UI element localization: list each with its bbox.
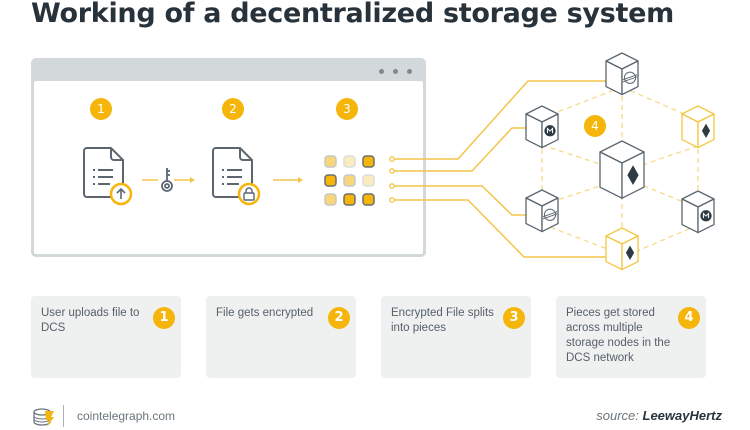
- source-name: LeewayHertz: [642, 408, 722, 423]
- window-dot: [393, 69, 398, 74]
- step-card-badge: 1: [153, 307, 175, 329]
- node-upper-left-monero-cube: [525, 105, 559, 149]
- connection-line: [394, 127, 528, 172]
- step-card-text: File gets encrypted: [216, 307, 314, 319]
- piece: [324, 174, 337, 187]
- node-top-stellar-cube: [605, 52, 639, 96]
- connection-line: [394, 199, 606, 258]
- window-dot: [379, 69, 384, 74]
- step-badge-3: 3: [336, 98, 358, 120]
- connection-lines: [394, 80, 606, 258]
- arrow-head: [190, 177, 195, 183]
- window-dot: [407, 69, 412, 74]
- footer-divider: [63, 405, 64, 427]
- step-badge-2: 2: [222, 98, 244, 120]
- step-badge-1: 1: [90, 98, 112, 120]
- step-card-text: User uploads file to DCS: [41, 307, 140, 334]
- piece: [362, 193, 375, 206]
- node-center-ethereum-cube: [599, 140, 645, 199]
- page-title: Working of a decentralized storage syste…: [31, 0, 674, 29]
- node-lower-left-stellar-cube: [525, 189, 559, 233]
- step-card-text: Pieces get stored across multiple storag…: [566, 307, 671, 364]
- node-lower-right-monero-cube: [681, 190, 715, 234]
- source-label: source:: [596, 408, 639, 423]
- ethereum-icon: [627, 165, 639, 185]
- file-upload-icon: [83, 147, 133, 206]
- ethereum-icon: [625, 245, 635, 260]
- step-card-text: Encrypted File splits into pieces: [391, 307, 494, 334]
- arrow-head: [298, 177, 303, 183]
- step-card-badge: 2: [328, 307, 350, 329]
- file-lock-icon: [212, 147, 261, 206]
- piece: [324, 155, 337, 168]
- node-bottom-ethereum-cube: [605, 227, 639, 271]
- step-card-3: Encrypted File splits into pieces 3: [381, 296, 531, 378]
- footer-site: cointelegraph.com: [77, 409, 176, 423]
- connection-line: [394, 80, 606, 160]
- piece: [343, 193, 356, 206]
- piece: [343, 174, 356, 187]
- step-badge-4: 4: [584, 115, 606, 137]
- connection-line: [394, 185, 528, 216]
- step-card-badge: 4: [678, 307, 700, 329]
- node-upper-right-ethereum-cube: [681, 105, 715, 149]
- step-card-1: User uploads file to DCS 1: [31, 296, 181, 378]
- connection-ports: [389, 156, 395, 203]
- key-icon: [161, 168, 173, 192]
- cointelegraph-logo-icon: [33, 408, 54, 427]
- step-card-4: Pieces get stored across multiple storag…: [556, 296, 706, 378]
- piece: [362, 174, 375, 187]
- footer-source: source: LeewayHertz: [596, 408, 722, 423]
- file-pieces-icon: [324, 155, 375, 206]
- piece: [362, 155, 375, 168]
- browser-window: [31, 58, 426, 257]
- step-card-badge: 3: [503, 307, 525, 329]
- step-card-2: File gets encrypted 2: [206, 296, 356, 378]
- piece: [324, 193, 337, 206]
- ethereum-icon: [701, 123, 711, 138]
- piece: [343, 155, 356, 168]
